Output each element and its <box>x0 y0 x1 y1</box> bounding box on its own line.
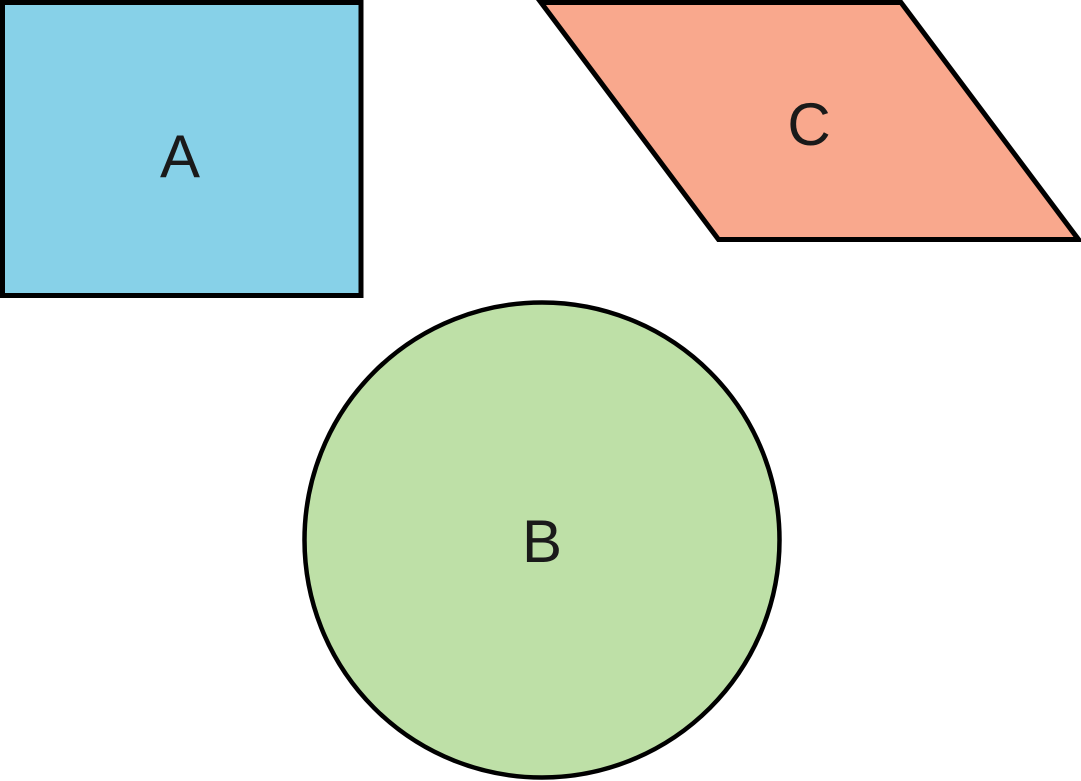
shape-group-parallelogram-c: C <box>536 0 1081 242</box>
shape-label-b: B <box>522 508 562 575</box>
shape-label-a: A <box>160 123 200 190</box>
shape-group-rectangle-a: A <box>0 0 364 298</box>
shape-label-c: C <box>787 91 830 158</box>
shape-group-circle-b: B <box>302 300 782 780</box>
circle-b-shape <box>302 300 782 780</box>
rectangle-a-shape <box>0 0 364 298</box>
parallelogram-c-shape <box>536 0 1081 242</box>
